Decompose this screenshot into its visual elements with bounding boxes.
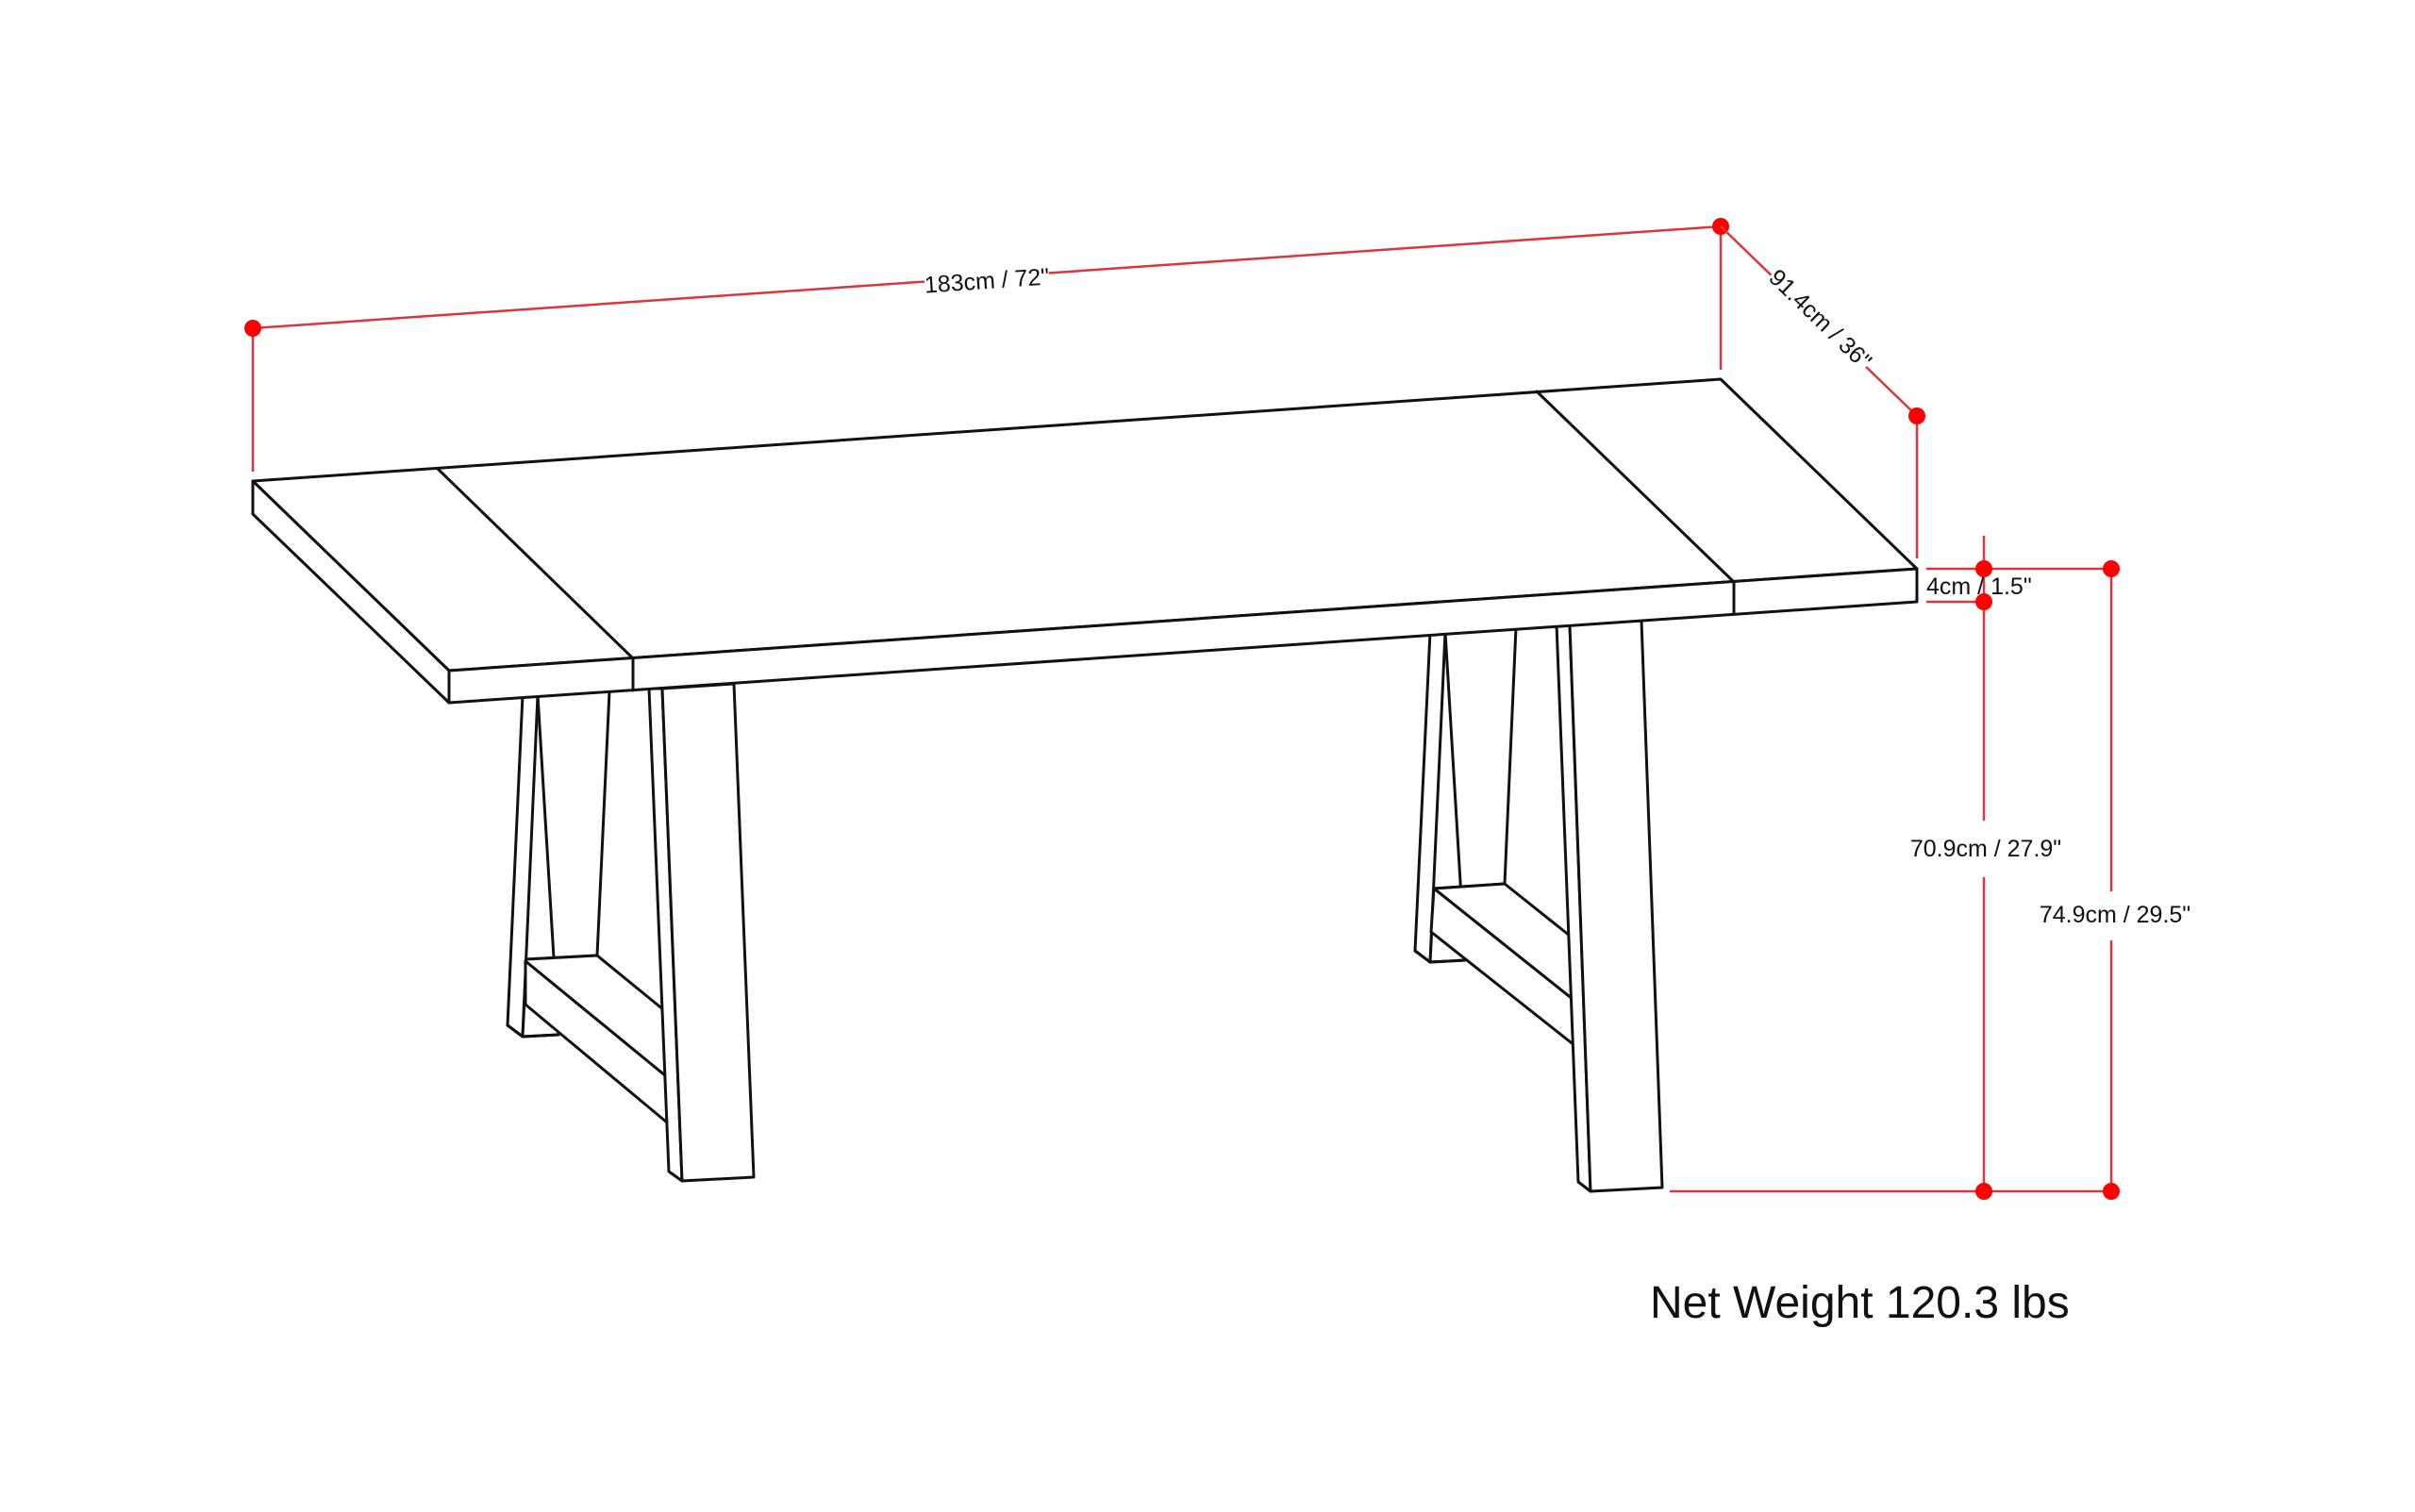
thickness-bottom-dot xyxy=(1975,593,1992,610)
overall-height-bottom-dot xyxy=(2103,1183,2120,1200)
overall-height-top-dot xyxy=(2103,560,2120,577)
net-weight-label: Net Weight 120.3 lbs xyxy=(1650,1278,2070,1328)
left-breadboard-joint xyxy=(436,467,635,660)
clearance-height-label: 70.9cm / 27.9" xyxy=(1910,836,2061,862)
right-leg xyxy=(1413,619,1664,1193)
overall-height-label: 74.9cm / 29.5" xyxy=(2040,902,2190,928)
clearance-bottom-dot xyxy=(1975,1183,1992,1200)
length-start-dot xyxy=(244,320,261,337)
depth-end-dot xyxy=(1908,407,1925,424)
thickness-label: 4cm / 1.5" xyxy=(1926,573,2032,600)
table-top-front-edge xyxy=(447,567,1919,705)
depth-label: 91.4cm / 36" xyxy=(1763,264,1876,374)
thickness-top-dot xyxy=(1975,560,1992,577)
left-leg xyxy=(506,682,756,1183)
right-breadboard-joint xyxy=(1535,390,1736,584)
table-top xyxy=(251,377,1919,705)
